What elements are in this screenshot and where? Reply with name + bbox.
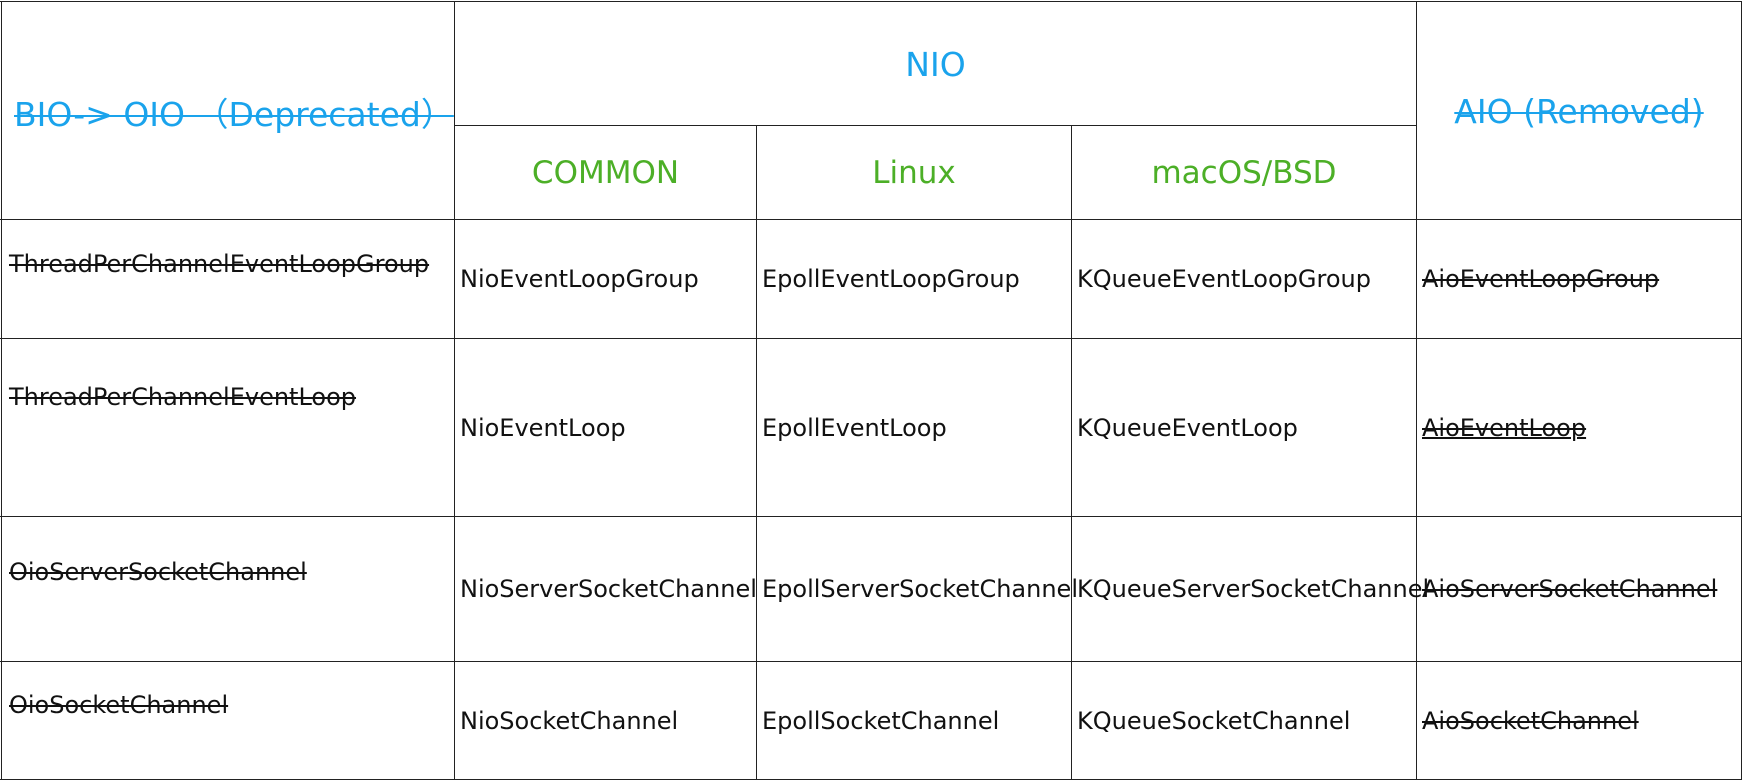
subheader-common-cell: COMMON xyxy=(455,126,756,219)
oio-class-name: OioSocketChannel xyxy=(9,691,229,719)
table-cell-aio: AioEventLoopGroup xyxy=(1417,220,1741,338)
subheader-macos: macOS/BSD xyxy=(1151,154,1337,191)
header-bio-title: BIO-> OIO （Deprecated） xyxy=(14,94,454,134)
grid-line xyxy=(1416,1,1417,780)
table-cell-nio: NioServerSocketChannel xyxy=(455,517,757,661)
subheader-common: COMMON xyxy=(531,154,680,191)
epoll-class-name: EpollServerSocketChannel xyxy=(762,575,1078,603)
table-cell-kqueue: KQueueEventLoop xyxy=(1072,339,1416,516)
nio-class-name: NioEventLoopGroup xyxy=(460,265,699,293)
table-cell-kqueue: KQueueServerSocketChannel xyxy=(1072,517,1429,661)
header-aio-cell: AIO (Removed) xyxy=(1417,2,1741,219)
grid-line xyxy=(0,1,1742,2)
table-cell-epoll: EpollEventLoop xyxy=(757,339,1071,516)
header-bio-cell: BIO-> OIO （Deprecated） xyxy=(2,2,454,219)
grid-line xyxy=(1,1,2,780)
table-cell-kqueue: KQueueSocketChannel xyxy=(1072,662,1416,779)
table-cell-oio: OioServerSocketChannel xyxy=(2,558,454,586)
grid-line xyxy=(0,516,1742,517)
table-cell-epoll: EpollServerSocketChannel xyxy=(757,517,1078,661)
subheader-linux-cell: Linux xyxy=(757,126,1071,219)
grid-line xyxy=(1071,125,1072,780)
grid-line xyxy=(454,125,1416,126)
grid-line xyxy=(454,1,455,780)
table-cell-epoll: EpollEventLoopGroup xyxy=(757,220,1071,338)
table-cell-aio: AioEventLoop xyxy=(1417,339,1741,516)
table-cell-aio: AioSocketChannel xyxy=(1417,662,1741,779)
table-cell-epoll: EpollSocketChannel xyxy=(757,662,1071,779)
grid-line xyxy=(0,661,1742,662)
aio-class-name: AioSocketChannel xyxy=(1422,706,1639,735)
aio-class-name: AioEventLoopGroup xyxy=(1422,265,1660,293)
kqueue-class-name: KQueueEventLoopGroup xyxy=(1077,265,1371,293)
nio-class-name: NioSocketChannel xyxy=(460,706,679,735)
epoll-class-name: EpollEventLoop xyxy=(762,413,947,442)
nio-class-name: NioServerSocketChannel xyxy=(460,575,757,603)
kqueue-class-name: KQueueServerSocketChannel xyxy=(1077,575,1430,603)
table-cell-nio: NioEventLoop xyxy=(455,339,756,516)
header-aio-title: AIO (Removed) xyxy=(1454,92,1704,131)
subheader-linux: Linux xyxy=(872,154,956,191)
table-cell-nio: NioEventLoopGroup xyxy=(455,220,756,338)
kqueue-class-name: KQueueSocketChannel xyxy=(1077,706,1351,735)
table-cell-oio: ThreadPerChannelEventLoopGroup xyxy=(2,250,454,278)
table-cell-nio: NioSocketChannel xyxy=(455,662,756,779)
oio-class-name: ThreadPerChannelEventLoop xyxy=(9,383,357,411)
header-nio-cell: NIO xyxy=(455,2,1416,125)
table-cell-oio: ThreadPerChannelEventLoop xyxy=(2,383,454,411)
table-cell-oio: OioSocketChannel xyxy=(2,691,454,719)
header-nio-title: NIO xyxy=(905,45,966,84)
grid-line xyxy=(0,219,1742,220)
table-cell-aio: AioServerSocketChannel xyxy=(1417,517,1741,661)
subheader-macos-cell: macOS/BSD xyxy=(1072,126,1416,219)
grid-line xyxy=(0,338,1742,339)
grid-line xyxy=(756,125,757,780)
kqueue-class-name: KQueueEventLoop xyxy=(1077,413,1298,442)
aio-class-name: AioEventLoop xyxy=(1422,413,1587,442)
table-cell-kqueue: KQueueEventLoopGroup xyxy=(1072,220,1416,338)
oio-class-name: OioServerSocketChannel xyxy=(9,558,307,586)
oio-class-name: ThreadPerChannelEventLoopGroup xyxy=(9,250,430,278)
epoll-class-name: EpollSocketChannel xyxy=(762,706,1000,735)
nio-class-name: NioEventLoop xyxy=(460,413,626,442)
epoll-class-name: EpollEventLoopGroup xyxy=(762,265,1020,293)
aio-class-name: AioServerSocketChannel xyxy=(1422,575,1718,603)
